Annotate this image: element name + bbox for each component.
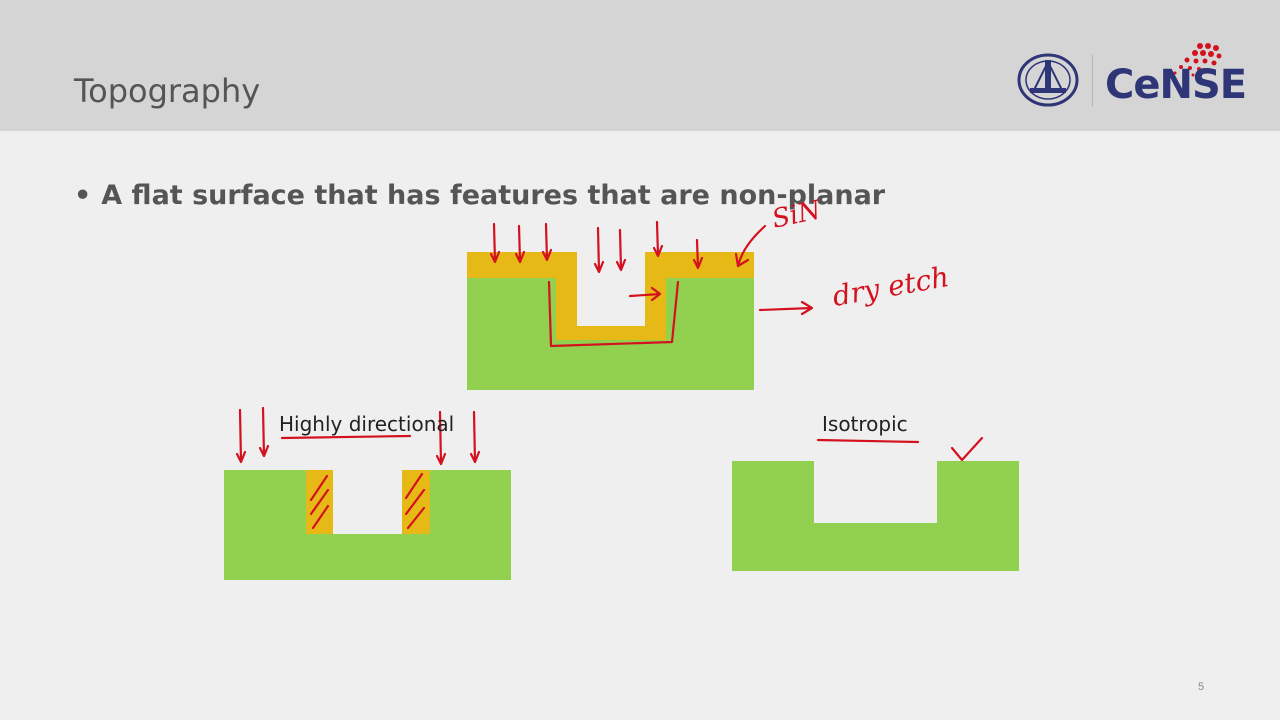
iisc-emblem-icon: [1017, 43, 1222, 107]
page-number: 5: [1198, 681, 1205, 693]
slide-title: Topography: [74, 72, 261, 110]
trench-cross-section: [467, 252, 754, 390]
bullet-text: A flat surface that has features that ar…: [101, 180, 886, 211]
cense-logo-text: CeNSE: [1105, 62, 1247, 108]
logo-divider: [1092, 55, 1093, 107]
label-isotropic: Isotropic: [822, 412, 908, 436]
bullet-point: • A flat surface that has features that a…: [74, 180, 885, 211]
slide-header: [0, 0, 1280, 131]
bullet-dot: •: [74, 180, 92, 211]
isotropic-etch-diagram: [732, 461, 1019, 571]
label-highly-directional: Highly directional: [279, 412, 455, 436]
logo-area: [1015, 40, 1245, 115]
directional-etch-diagram: [224, 470, 511, 580]
handwritten-annotations: [235, 220, 984, 530]
